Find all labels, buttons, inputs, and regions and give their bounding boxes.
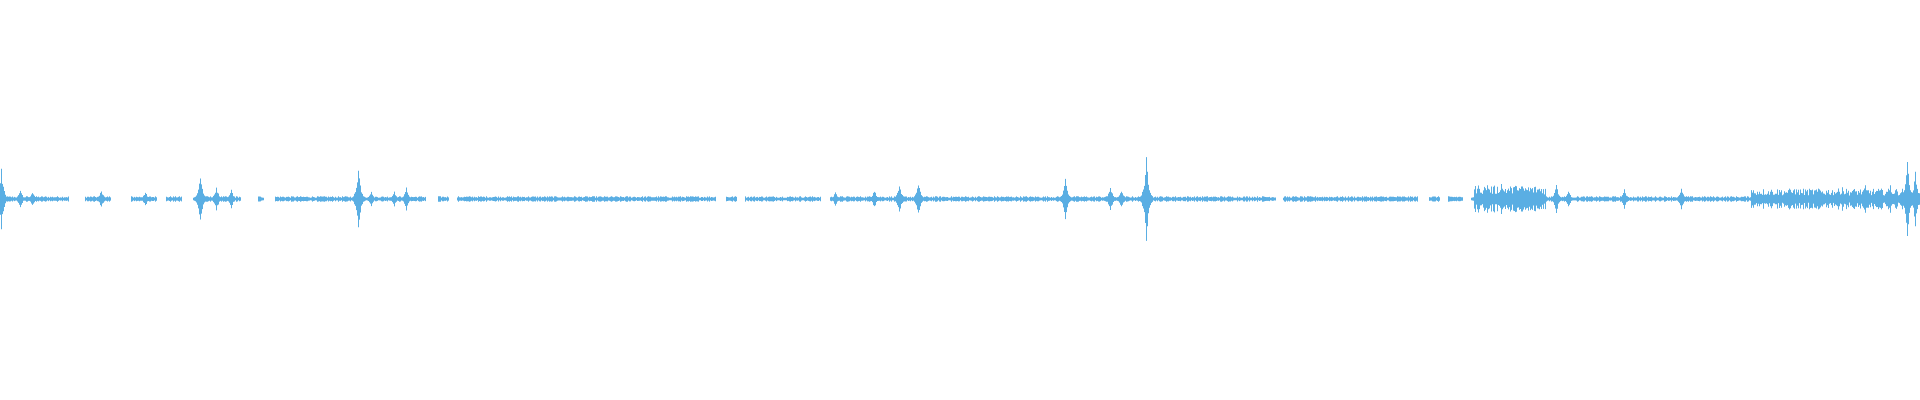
waveform-amplitude-path [0, 157, 1920, 241]
waveform-trace [0, 157, 1920, 241]
